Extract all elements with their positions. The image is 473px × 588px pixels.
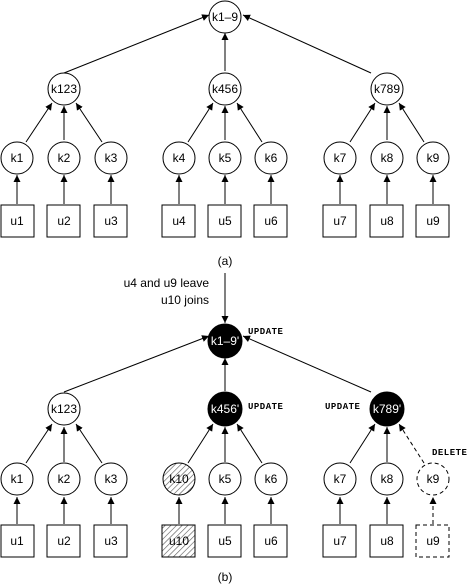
root-label-b: k1–9' [211, 334, 239, 348]
user-label: u1 [10, 534, 24, 548]
user-label: u9 [426, 534, 440, 548]
key-nodes-b: k1 k2 k3 k10 k5 k6 k7 k8 k9 DELETE [0, 448, 468, 496]
key-label: k2 [58, 151, 71, 165]
key-label: k1 [11, 151, 24, 165]
middle-node-b-2: k456' UPDATE [207, 391, 284, 427]
user-label: u3 [104, 214, 118, 228]
new-key-node [162, 462, 196, 496]
key-label: k10 [169, 472, 189, 486]
middle-label: k456' [211, 402, 239, 416]
update-tag-k789: UPDATE [325, 402, 361, 412]
middle-node-b-1: k123 [47, 392, 81, 426]
key-label: k6 [265, 151, 278, 165]
key-label: k8 [381, 151, 394, 165]
middle-label: k789 [374, 82, 400, 96]
key-label: k5 [219, 151, 232, 165]
key-label: k4 [173, 151, 186, 165]
caption-a: (a) [218, 254, 233, 268]
key-label: k5 [219, 472, 232, 486]
key-label: k8 [381, 472, 394, 486]
user-label: u9 [426, 214, 440, 228]
user-boxes-b: u1 u2 u3 u10 u5 u6 u7 u8 u9 [0, 524, 450, 558]
deleted-key-node [416, 462, 450, 496]
root-label-a: k1–9 [212, 10, 238, 24]
middle-label: k123 [51, 82, 77, 96]
user-label: u8 [380, 534, 394, 548]
user-boxes-a: u1 u2 u3 u4 u5 u6 u7 u8 u9 [0, 204, 450, 238]
key-label: k1 [11, 472, 24, 486]
event-line-2: u10 joins [161, 293, 209, 307]
tree-a: k1–9 k123 k456 k789 k1 k2 k3 k4 k5 [0, 0, 450, 268]
middle-node-a-3: k789 [370, 72, 404, 106]
departed-user-box [415, 524, 450, 558]
user-label: u5 [218, 214, 232, 228]
user-label: u4 [172, 214, 186, 228]
key-label: k3 [105, 151, 118, 165]
user-label: u6 [264, 534, 278, 548]
root-node-b: k1–9' UPDATE [207, 323, 284, 359]
delete-tag: DELETE [432, 448, 468, 458]
edges-a [13, 14, 437, 204]
update-tag-root: UPDATE [248, 327, 284, 337]
caption-b: (b) [218, 570, 233, 584]
user-label: u7 [333, 214, 347, 228]
middle-label: k123 [51, 402, 77, 416]
user-label: u2 [57, 534, 71, 548]
middle-node-b-3: k789' UPDATE [325, 391, 405, 427]
middle-label: k789' [373, 402, 401, 416]
user-label: u3 [104, 534, 118, 548]
key-label: k9 [427, 472, 440, 486]
user-label: u2 [57, 214, 71, 228]
middle-label: k456 [212, 82, 238, 96]
tree-b: u4 and u9 leave u10 joins [0, 273, 468, 584]
user-label: u10 [169, 534, 189, 548]
middle-node-a-2: k456 [208, 72, 242, 106]
user-label: u8 [380, 214, 394, 228]
user-label: u1 [10, 214, 24, 228]
key-label: k6 [265, 472, 278, 486]
key-label: k2 [58, 472, 71, 486]
root-node-a: k1–9 [208, 0, 242, 34]
key-label: k9 [427, 151, 440, 165]
user-label: u6 [264, 214, 278, 228]
event-line-1: u4 and u9 leave [124, 276, 210, 290]
middle-node-a-1: k123 [47, 72, 81, 106]
key-label: k7 [334, 472, 347, 486]
key-nodes-a: k1 k2 k3 k4 k5 k6 k7 k8 k9 [0, 141, 450, 175]
user-label: u7 [333, 534, 347, 548]
update-tag-k456: UPDATE [248, 402, 284, 412]
key-label: k3 [105, 472, 118, 486]
user-label: u5 [218, 534, 232, 548]
edges-b [13, 335, 437, 524]
new-user-box [161, 524, 196, 558]
key-label: k7 [334, 151, 347, 165]
